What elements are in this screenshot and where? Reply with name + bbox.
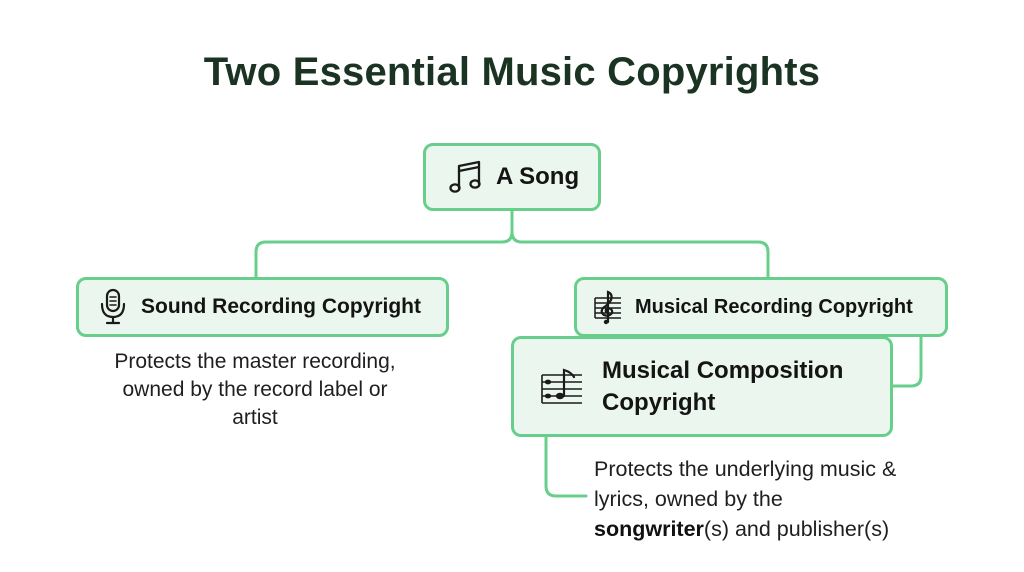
node-musical-composition-label-line2: Copyright	[602, 388, 716, 416]
stack-side-connector	[890, 333, 923, 388]
node-sound-recording: Sound Recording Copyright	[76, 277, 449, 337]
diagram-title: Two Essential Music Copyrights	[203, 50, 821, 94]
sound-recording-desc-line2: owned by the record label or	[122, 378, 388, 401]
sheet-music-icon	[540, 367, 584, 407]
music-notes-icon	[448, 158, 484, 196]
composition-description: Protects the underlying music & lyrics, …	[594, 454, 994, 544]
microphone-icon	[99, 288, 127, 326]
sound-recording-desc-line3: artist	[232, 406, 278, 429]
composition-desc-connector	[544, 435, 588, 498]
composition-desc-bold: songwriter	[594, 517, 704, 541]
sound-recording-description: Protects the master recording, owned by …	[60, 348, 450, 432]
node-musical-recording: Musical Recording Copyright	[574, 277, 948, 337]
composition-desc-rest: (s) and publisher(s)	[703, 517, 890, 541]
node-a-song-label: A Song	[496, 163, 580, 190]
node-a-song: A Song	[423, 143, 601, 211]
treble-clef-staff-icon	[593, 288, 623, 326]
node-musical-recording-label: Musical Recording Copyright	[635, 295, 913, 318]
node-musical-composition: Musical Composition Copyright	[511, 336, 893, 437]
node-musical-composition-label-line1: Musical Composition	[602, 356, 844, 384]
sound-recording-desc-line1: Protects the master recording,	[114, 350, 396, 373]
composition-desc-line2: lyrics, owned by the	[594, 487, 783, 511]
composition-desc-line1: Protects the underlying music &	[594, 457, 897, 481]
composition-desc-line3: songwriter(s) and publisher(s)	[594, 514, 994, 544]
root-to-children-connector	[254, 208, 770, 280]
node-sound-recording-label: Sound Recording Copyright	[141, 295, 421, 318]
